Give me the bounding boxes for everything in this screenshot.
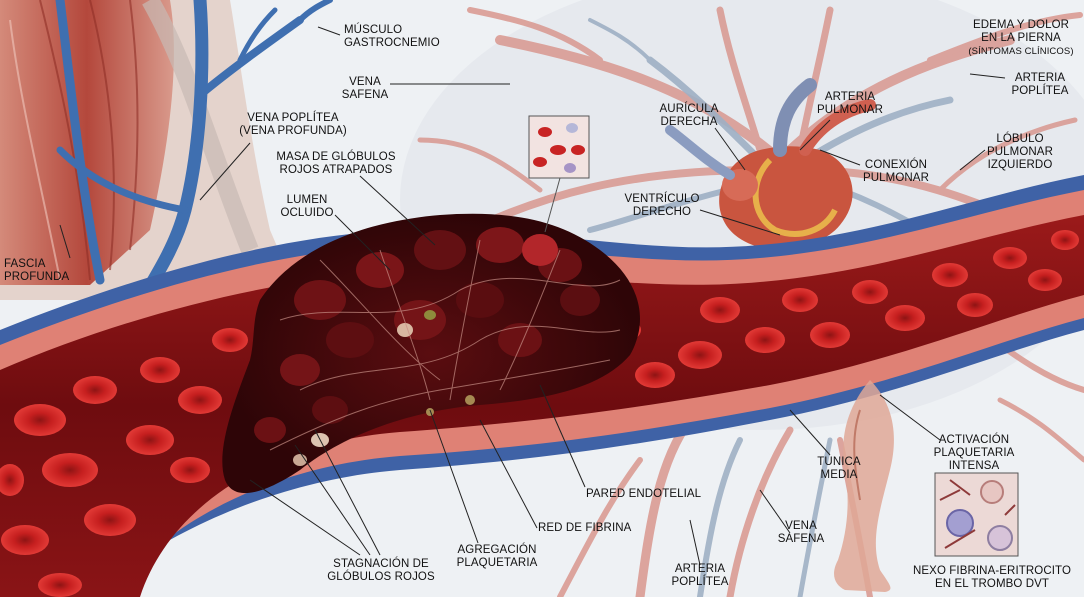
label-saphenous-vein-bottom: VENA SAFENA [777,520,825,545]
label-right-atrium: AURÍCULA DERECHA [659,103,719,128]
fibrin-inset [934,472,1019,557]
label-pulmonary-connection: CONEXIÓN PULMONAR [863,159,929,184]
label-fibrin-erythrocyte-nexus: NEXO FIBRINA-ERITROCITO EN EL TROMBO DVT [913,565,1071,590]
label-popliteal-artery-bottom: ARTERIA POPLÍTEA [671,563,729,588]
thrombus-clot [222,213,640,494]
background-arteries [417,6,1084,597]
label-popliteal-vein: VENA POPLÍTEA (VENA PROFUNDA) [239,112,347,137]
label-trapped-rbc-mass: MASA DE GLÓBULOS ROJOS ATRAPADOS [276,151,396,176]
leg-silhouette [834,380,894,592]
label-fibrin-network: RED DE FIBRINA [538,522,632,534]
label-tunica-media: TUNICA MEDIA [817,456,861,481]
label-rbc-stagnation: STAGNACIÓN DE GLÓBULOS ROJOS [327,558,435,583]
label-gastrocnemius-muscle: MÚSCULO GASTROCNEMIO [344,24,440,49]
heart [665,78,876,250]
leader-lines [59,26,1006,566]
gastrocnemius-muscle [0,0,300,300]
label-left-pulmonary-lobe: LÓBULO PULMONAR IZQUIERDO [987,133,1053,171]
label-right-ventricle: VENTRÍCULO DERECHO [624,193,700,218]
label-occluded-lumen: LUMEN OCLUIDO [280,194,334,219]
label-platelet-activation: ACTIVACIÓN PLAQUETARIA INTENSA [933,434,1015,472]
label-popliteal-artery-top: ARTERIA POPLÍTEA [1011,72,1069,97]
popliteal-vein [55,0,333,327]
label-saphenous-vein-top: VENA SAFENA [341,76,389,101]
label-leg-edema: EDEMA Y DOLOR EN LA PIERNA (SÍNTOMAS CLÍ… [962,19,1080,58]
label-endothelial-wall: PARED ENDOTELIAL [586,488,702,500]
rbc-inset [528,115,590,233]
label-leg-edema-sub: (SÍNTOMAS CLÍNICOS) [968,46,1074,57]
label-leg-edema-main: EDEMA Y DOLOR EN LA PIERNA [972,19,1070,44]
label-platelet-aggregation: AGREGACIÓN PLAQUETARIA [456,544,538,569]
label-deep-fascia: FASCIA PROFUNDA [4,258,70,283]
label-pulmonary-artery: ARTERIA PULMONAR [817,91,883,116]
